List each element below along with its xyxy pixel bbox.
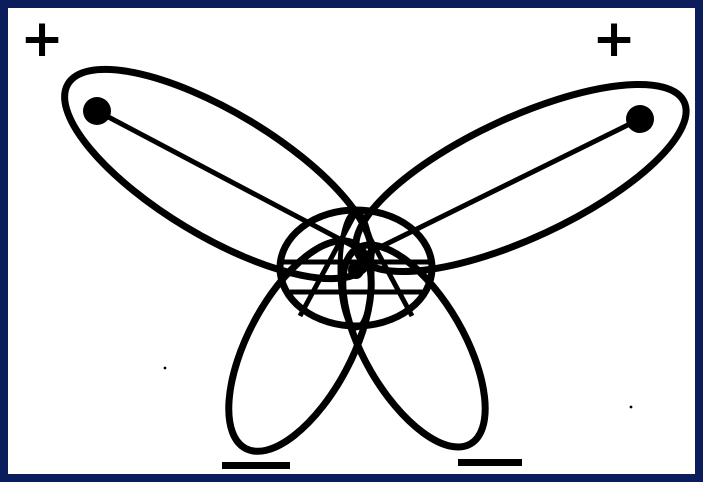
diagram-frame: + + [8, 8, 695, 474]
charge-top-right: + [592, 9, 636, 69]
speck [164, 367, 167, 370]
nucleus-dot-left [83, 97, 111, 125]
nucleus-dot-right [626, 105, 654, 133]
orbital-diagram: + + [8, 8, 695, 474]
charge-bottom-left [222, 462, 290, 469]
charge-bottom-right [458, 459, 522, 466]
charge-top-left: + [20, 9, 64, 69]
speck [630, 406, 633, 409]
